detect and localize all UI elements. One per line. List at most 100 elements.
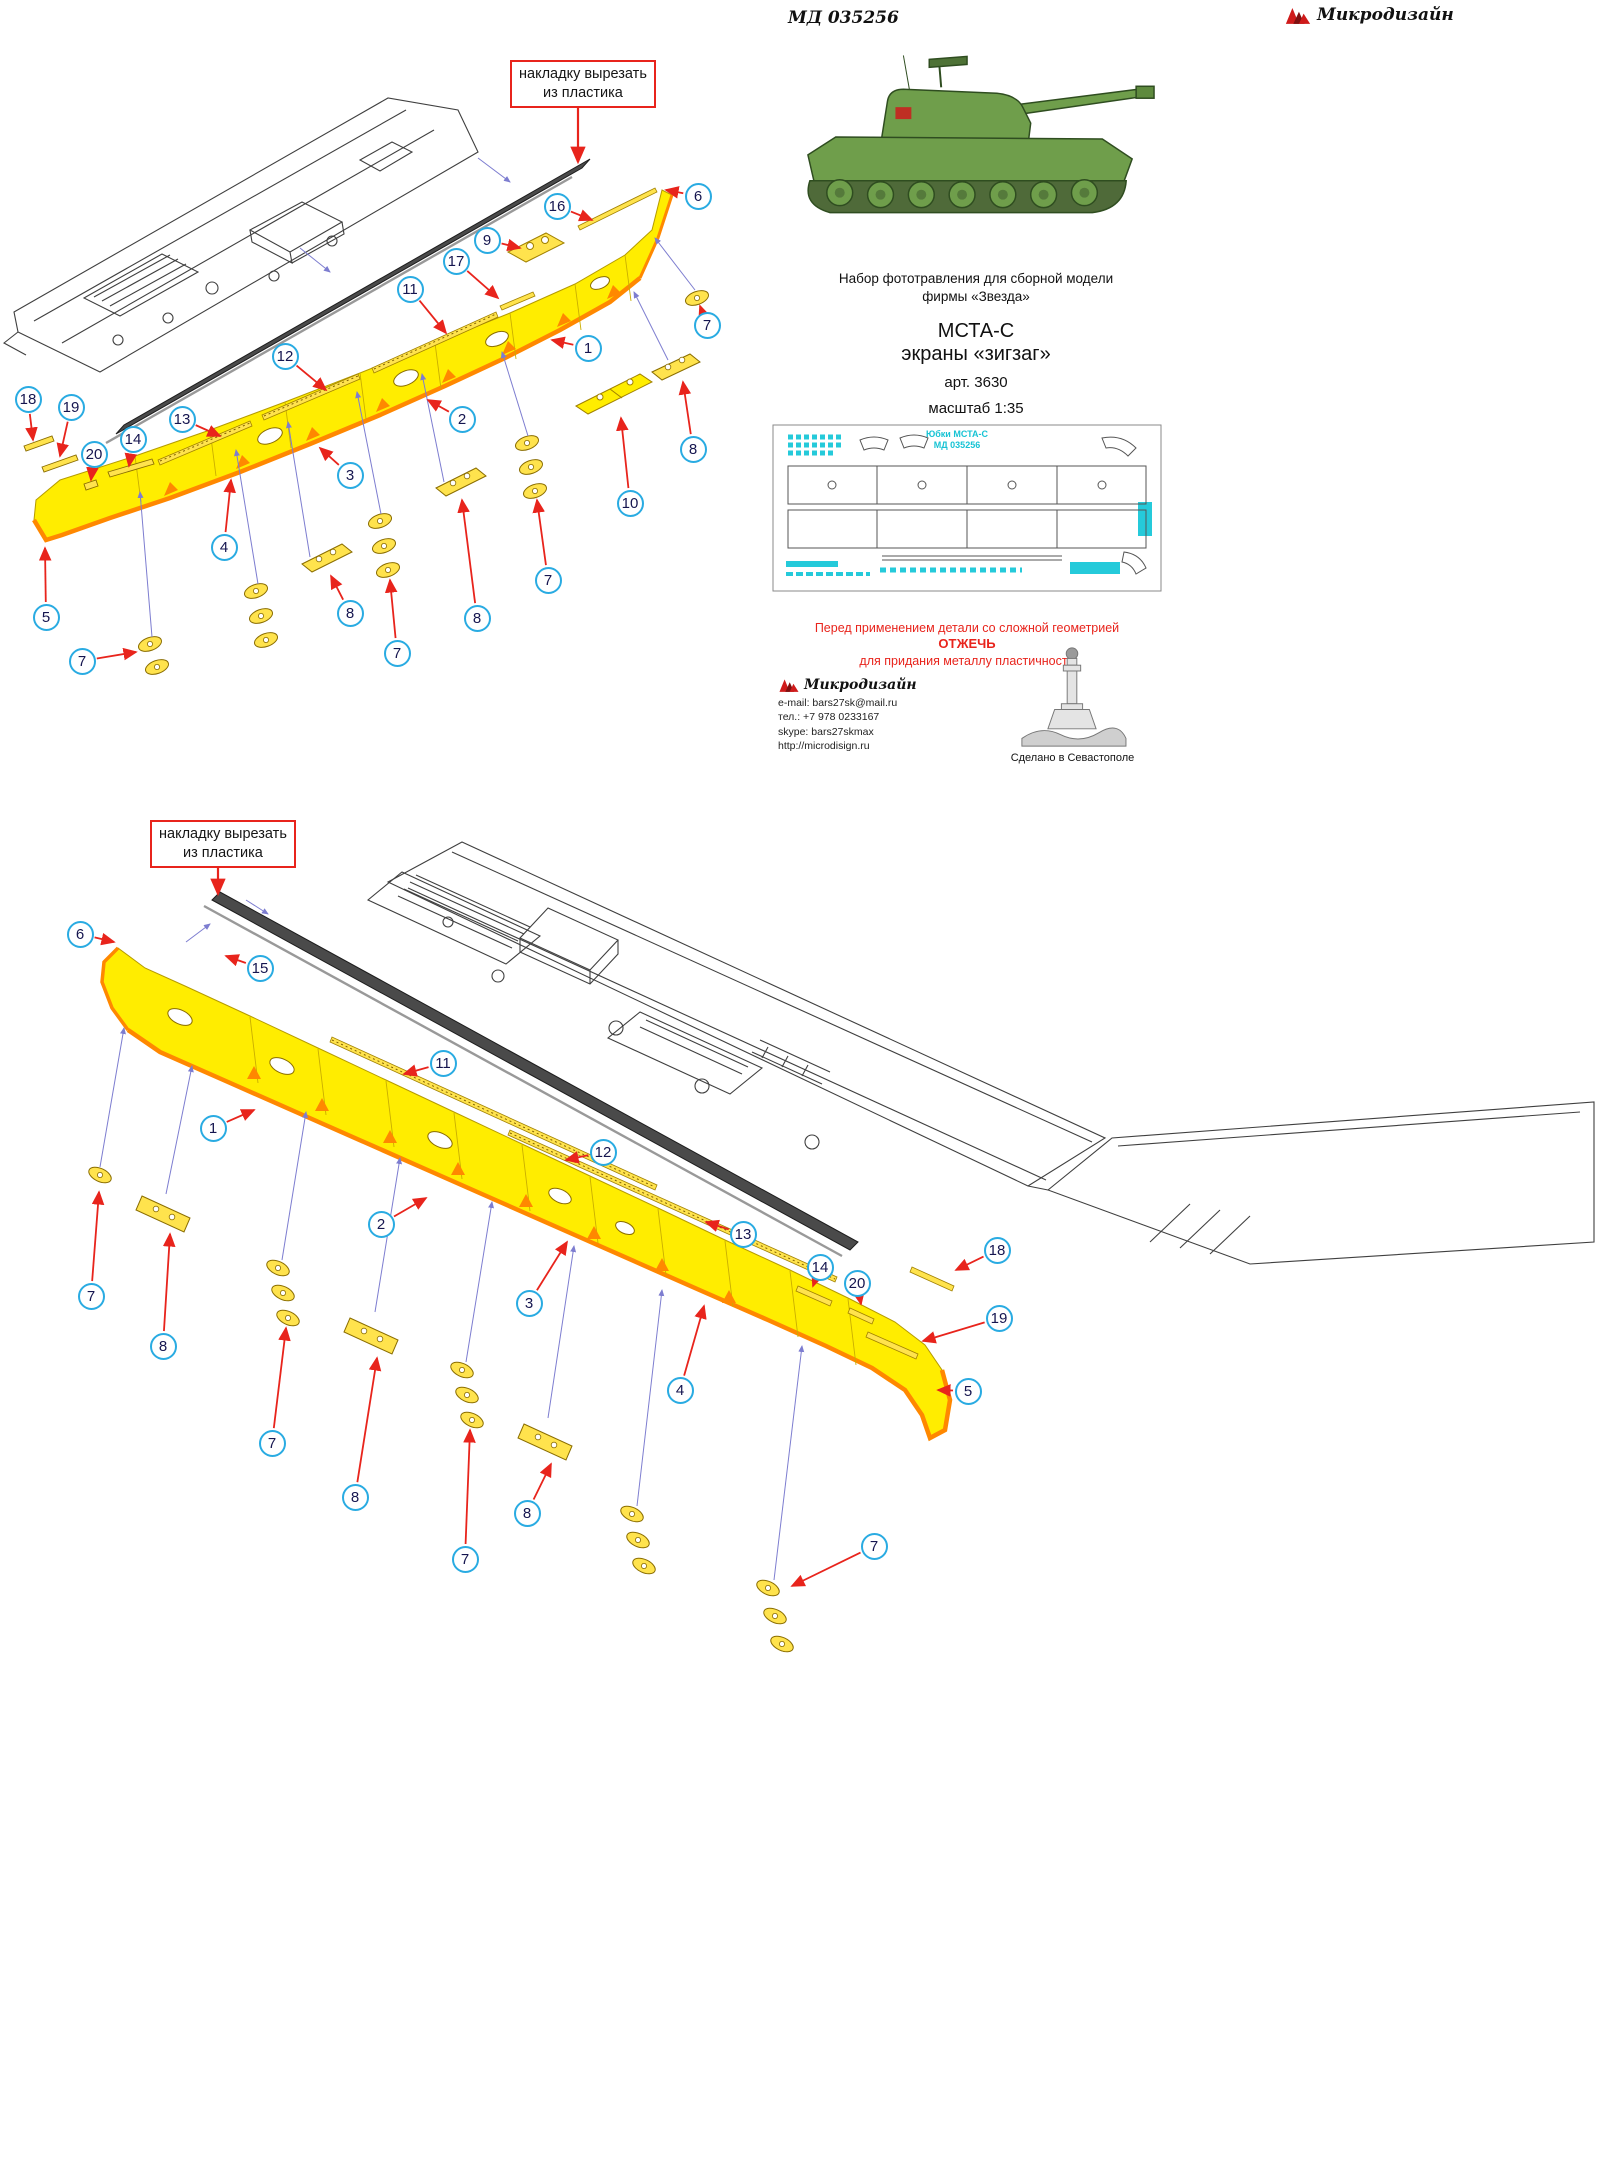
callout-11: 11	[396, 275, 424, 303]
sheet-code: МД 035256	[788, 8, 899, 28]
callout-3: 3	[515, 1289, 543, 1317]
microdesign-logo-icon	[1285, 7, 1311, 24]
callout-arrow-14	[124, 452, 138, 468]
callout-arrow-2	[426, 399, 450, 413]
callout-arrow-7	[272, 1326, 291, 1429]
callout-19: 19	[985, 1304, 1013, 1332]
callout-arrow-4	[223, 478, 236, 533]
tank-photo	[792, 36, 1160, 240]
callout-arrow-6	[94, 932, 116, 946]
callout-14: 14	[806, 1253, 834, 1281]
kit-intro-line: фирмы «Звезда»	[922, 289, 1030, 305]
callout-14: 14	[119, 425, 147, 453]
callout-arrow-8	[356, 1356, 382, 1483]
callout-arrow-15	[224, 954, 247, 967]
callout-arrow-12	[564, 1151, 589, 1164]
callout-9: 9	[473, 226, 501, 254]
cut-from-plastic-label: накладку вырезать из пластика	[150, 820, 296, 868]
label-line: накладку вырезать	[159, 826, 287, 842]
callout-8: 8	[463, 604, 491, 632]
brand-logo-contact: Микродизайн	[778, 676, 988, 693]
callout-arrow-19	[921, 1321, 985, 1344]
callout-8: 8	[341, 1483, 369, 1511]
brand-name: Микродизайн	[1317, 4, 1454, 25]
callout-18: 18	[983, 1236, 1011, 1264]
callout-4: 4	[210, 533, 238, 561]
callout-11: 11	[429, 1049, 457, 1077]
callout-6: 6	[66, 920, 94, 948]
strip-rivet-marks-top	[159, 313, 497, 462]
callout-arrow-1	[550, 336, 574, 349]
callout-arrow-20	[852, 1290, 865, 1306]
bottom-diagram-drawing	[85, 841, 1595, 1656]
callout-8: 8	[149, 1332, 177, 1360]
callout-10: 10	[616, 489, 644, 517]
guide-lines-top	[137, 157, 696, 638]
callout-arrow-7	[463, 1428, 476, 1545]
label-line: из пластика	[183, 844, 263, 861]
callout-7: 7	[68, 647, 96, 675]
callout-2: 2	[367, 1210, 395, 1238]
callout-18: 18	[14, 385, 42, 413]
skirt-part-top	[32, 189, 674, 543]
callout-arrow-8	[678, 380, 692, 435]
label-line: из пластика	[543, 84, 623, 101]
callout-arrow-4	[683, 1304, 707, 1376]
monument-illustration	[1012, 644, 1132, 750]
callout-6: 6	[684, 182, 712, 210]
callout-arrow-19	[56, 421, 69, 458]
callout-19: 19	[57, 393, 85, 421]
small-parts-bottom	[85, 1163, 797, 1656]
callout-2: 2	[448, 405, 476, 433]
callout-5: 5	[32, 603, 60, 631]
callout-arrow-11	[418, 300, 448, 335]
callout-1: 1	[574, 334, 602, 362]
callout-arrow-5	[38, 546, 52, 603]
kit-title: МСТА-С	[937, 320, 1015, 343]
callout-arrow-7	[790, 1551, 861, 1587]
callout-16: 16	[543, 192, 571, 220]
kit-description: Набор фототравления для сборной модели ф…	[790, 270, 1162, 391]
callout-arrow-7	[384, 578, 398, 639]
callout-7: 7	[383, 639, 411, 667]
cut-from-plastic-label: накладку вырезать из пластика	[510, 60, 656, 108]
callout-7: 7	[534, 566, 562, 594]
callout-7: 7	[258, 1429, 286, 1457]
kit-intro-line: Набор фототравления для сборной модели	[838, 271, 1114, 286]
callout-17: 17	[442, 247, 470, 275]
callout-arrow-10	[616, 416, 630, 489]
microdesign-logo-icon	[779, 679, 799, 692]
callout-arrow-7	[91, 1190, 105, 1282]
made-in-caption: Сделано в Севастополе	[1010, 752, 1135, 764]
fret-label-line: Юбки МСТА-С	[925, 429, 989, 439]
callout-13: 13	[729, 1220, 757, 1248]
fret-label: Юбки МСТА-С МД 035256	[882, 429, 1032, 452]
callout-20: 20	[843, 1269, 871, 1297]
callout-4: 4	[666, 1376, 694, 1404]
contact-email: e-mail: bars27sk@mail.ru	[778, 697, 898, 709]
annealing-warning: Перед применением детали со сложной геом…	[772, 620, 1162, 669]
hull-line-art-bottom	[366, 841, 1595, 1265]
monument-drawing	[1021, 647, 1127, 747]
callout-arrow-3	[536, 1240, 568, 1291]
callout-8: 8	[679, 435, 707, 463]
callout-arrow-6	[664, 186, 684, 199]
callout-7: 7	[451, 1545, 479, 1573]
callout-arrow-20	[86, 466, 99, 482]
callout-15: 15	[246, 954, 274, 982]
callout-7: 7	[693, 311, 721, 339]
callout-3: 3	[336, 461, 364, 489]
callout-arrow-1	[226, 1109, 256, 1123]
callout-7: 7	[860, 1532, 888, 1560]
callout-arrow-7	[96, 647, 138, 661]
callout-arrow-12	[295, 364, 328, 392]
label-line: накладку вырезать	[519, 66, 647, 82]
warning-line-bold: ОТЖЕЧЬ	[938, 636, 996, 652]
kit-article: арт. 3630	[944, 374, 1008, 392]
contact-skype: skype: bars27skmax	[778, 725, 874, 738]
contact-site: http://microdisign.ru	[778, 740, 870, 753]
callout-1: 1	[199, 1114, 227, 1142]
callout-arrow-13	[195, 424, 222, 437]
callout-arrow-16	[570, 209, 594, 222]
